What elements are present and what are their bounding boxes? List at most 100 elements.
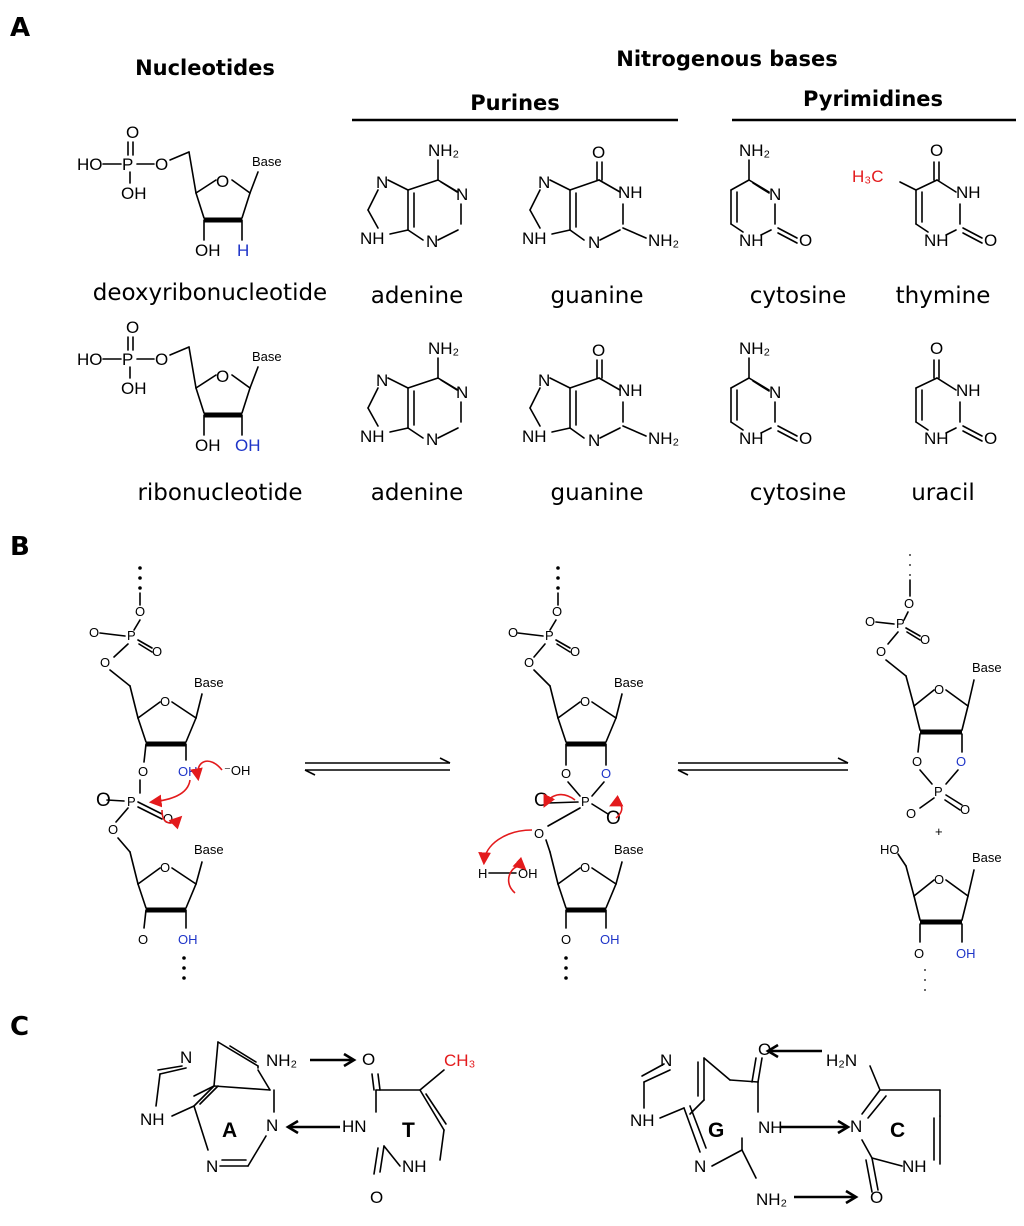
svg-text:O: O (126, 123, 139, 142)
svg-text:O: O (592, 341, 605, 360)
svg-text:O: O (956, 754, 966, 769)
svg-text:NH₂: NH₂ (266, 1051, 297, 1070)
svg-text:O: O (216, 172, 229, 191)
guanine-structure-2: O NH NH₂ N N NH (522, 341, 679, 450)
header-nitrogenous-bases: Nitrogenous bases (616, 47, 837, 71)
svg-text:HO: HO (880, 842, 900, 857)
svg-text:O: O (370, 1188, 383, 1207)
svg-text:N: N (180, 1048, 192, 1067)
svg-text:NH: NH (618, 183, 643, 202)
svg-text:O: O (160, 694, 170, 709)
svg-text:O: O (914, 946, 924, 961)
svg-text:HO: HO (77, 350, 103, 369)
svg-text:NH₂: NH₂ (739, 339, 770, 358)
svg-text:O: O (216, 367, 229, 386)
cytosine-structure-2: NH₂ N O NH (730, 339, 812, 448)
svg-text:O: O (362, 1050, 375, 1069)
deoxyribonucleotide-structure: O HO P O OH O Base OH H (77, 123, 282, 260)
svg-text:Base: Base (972, 850, 1002, 865)
panel-label-b: B (10, 532, 30, 562)
svg-text:NH: NH (618, 381, 643, 400)
equilibrium-arrow-2 (677, 757, 849, 776)
label-cytosine-1: cytosine (750, 283, 846, 309)
svg-text:NH: NH (739, 429, 764, 448)
svg-text:O: O (163, 811, 173, 826)
svg-text:N: N (426, 232, 438, 251)
svg-text:NH: NH (758, 1118, 783, 1137)
svg-text:O: O (89, 625, 99, 640)
svg-text:NH: NH (956, 183, 981, 202)
svg-text:NH₂: NH₂ (428, 339, 459, 358)
svg-text:N: N (588, 431, 600, 450)
svg-text:NH: NH (402, 1157, 427, 1176)
svg-text:NH: NH (630, 1111, 655, 1130)
svg-text:O: O (580, 860, 590, 875)
svg-text:NH: NH (902, 1157, 927, 1176)
svg-text:OH: OH (178, 932, 198, 947)
svg-text:NH: NH (140, 1110, 165, 1129)
svg-text:O: O (865, 614, 875, 629)
svg-text:OH: OH (518, 866, 538, 881)
svg-text:NH: NH (522, 229, 547, 248)
ribonucleotide-structure: O HO P O OH O Base OH OH (77, 318, 282, 455)
svg-text:O: O (592, 143, 605, 162)
uracil-structure: O NH O NH (915, 339, 997, 448)
svg-text:Base: Base (614, 675, 644, 690)
svg-text:O: O (758, 1040, 771, 1059)
thymine-structure-1: O NH O NH H₃C (852, 141, 997, 250)
header-pyrimidines: Pyrimidines (803, 87, 943, 111)
label-guanine-1: guanine (551, 283, 644, 309)
svg-text:O: O (934, 682, 944, 697)
svg-text:C: C (890, 1119, 905, 1142)
svg-text:O: O (799, 429, 812, 448)
svg-text:P: P (581, 794, 590, 809)
svg-text:NH: NH (739, 231, 764, 250)
cyclic-phosphate-product: O O P O O O Base O O P O O + (865, 554, 1002, 839)
rna-intermediate: O O P O O O Base O O O P O O O (478, 566, 644, 980)
svg-text:O: O (108, 822, 118, 837)
rna-strand-left: O O P O O O Base O OH ⁻OH O P O O O (89, 566, 250, 980)
svg-text:O: O (160, 860, 170, 875)
svg-text:O: O (606, 808, 621, 829)
equilibrium-arrow-1 (304, 757, 451, 776)
label-adenine-1: adenine (371, 283, 464, 309)
svg-text:NH: NH (956, 381, 981, 400)
label-thymine: thymine (896, 283, 991, 309)
svg-text:Base: Base (972, 660, 1002, 675)
svg-text:P: P (545, 628, 554, 643)
svg-text:NH: NH (924, 429, 949, 448)
svg-text:O: O (126, 318, 139, 337)
svg-text:NH: NH (522, 427, 547, 446)
svg-text:NH: NH (360, 229, 385, 248)
svg-text:H: H (478, 866, 487, 881)
svg-text:Base: Base (614, 842, 644, 857)
label-deoxyribonucleotide: deoxyribonucleotide (93, 280, 327, 306)
guanine-structure-1: O NH NH₂ N N NH (522, 143, 679, 252)
guanine-cytosine-pair: N NH N NH₂ NH O G H₂N N O NH C (630, 1040, 941, 1209)
svg-text:P: P (896, 616, 905, 631)
panel-label-c: C (10, 1012, 29, 1042)
adenine-structure-2: NH₂ N N N NH (360, 339, 468, 449)
svg-text:N: N (769, 383, 781, 402)
svg-text:P: P (127, 628, 136, 643)
svg-text:O: O (135, 604, 145, 619)
svg-text:O: O (155, 350, 168, 369)
svg-text:O: O (138, 932, 148, 947)
svg-text:N: N (376, 173, 388, 192)
svg-text:Base: Base (194, 842, 224, 857)
svg-text:O: O (876, 644, 886, 659)
svg-text:N: N (426, 430, 438, 449)
svg-text:OH: OH (195, 241, 221, 260)
svg-text:P: P (122, 350, 133, 369)
label-ribonucleotide: ribonucleotide (137, 480, 302, 506)
svg-text:O: O (524, 655, 534, 670)
svg-text:O: O (100, 655, 110, 670)
label-guanine-2: guanine (551, 480, 644, 506)
svg-text:OH: OH (121, 184, 147, 203)
svg-text:O: O (152, 644, 162, 659)
header-purines: Purines (470, 91, 560, 115)
svg-text:O: O (960, 802, 970, 817)
svg-text:H₃C: H₃C (852, 167, 883, 186)
svg-text:O: O (930, 339, 943, 358)
